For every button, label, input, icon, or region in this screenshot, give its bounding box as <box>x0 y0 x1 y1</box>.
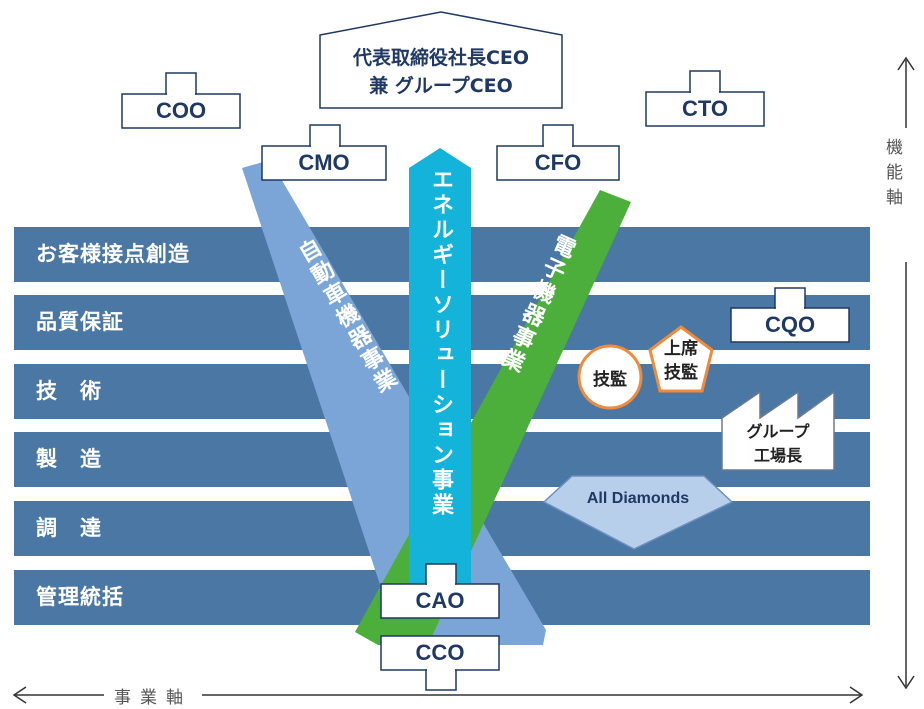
row-label: お客様接点創造 <box>36 242 190 266</box>
coo-box <box>121 72 241 129</box>
cfo-box <box>496 124 620 181</box>
cao-label: CAO <box>415 588 465 613</box>
all-diamonds-label: All Diamonds <box>586 490 690 507</box>
row-label: 調 達 <box>36 516 102 540</box>
gikan-label: 技監 <box>593 369 627 390</box>
factory-line1: グループ <box>746 422 810 441</box>
cmo-label: CMO <box>298 150 350 175</box>
cao-box <box>380 563 500 619</box>
gikan-circle <box>577 344 643 410</box>
cqo-box <box>730 287 850 343</box>
cco-label: CCO <box>415 640 465 665</box>
ceo-line1: 代表取締役社長CEO <box>352 47 530 69</box>
vertical-axis-label: 機能軸 <box>882 138 902 213</box>
energy-arrow <box>409 148 471 600</box>
ceo-house <box>319 11 563 109</box>
jouseki-line1: 上席 <box>664 339 698 359</box>
cfo-label: CFO <box>534 150 582 175</box>
cto-box <box>645 70 765 127</box>
jouseki-line2: 技監 <box>664 363 698 383</box>
cto-label: CTO <box>681 96 729 121</box>
jouseki-label: 上席 技監 <box>651 336 711 386</box>
vertical-axis <box>897 56 915 690</box>
horizontal-axis-label: 事業軸 <box>104 683 202 708</box>
factory-label: グループ 工場長 <box>722 418 834 470</box>
energy-label: エネルギーソリューション事業 <box>428 168 453 518</box>
coo-label: COO <box>155 98 207 123</box>
row-label: 品質保証 <box>36 310 124 334</box>
jouseki-pentagon <box>648 325 714 393</box>
row-label: 技 術 <box>36 379 102 403</box>
ceo-label: 代表取締役社長CEO 兼 グループCEO <box>320 38 562 106</box>
cco-box <box>380 635 500 691</box>
row-label: 製 造 <box>36 447 102 471</box>
ceo-line2: 兼 グループCEO <box>369 75 513 97</box>
factory-line2: 工場長 <box>753 446 802 465</box>
cmo-box <box>261 124 387 181</box>
all-diamonds-shape <box>542 475 734 550</box>
factory-shape <box>721 390 835 471</box>
row-label: 管理統括 <box>36 585 124 609</box>
cqo-label: CQO <box>764 312 816 337</box>
